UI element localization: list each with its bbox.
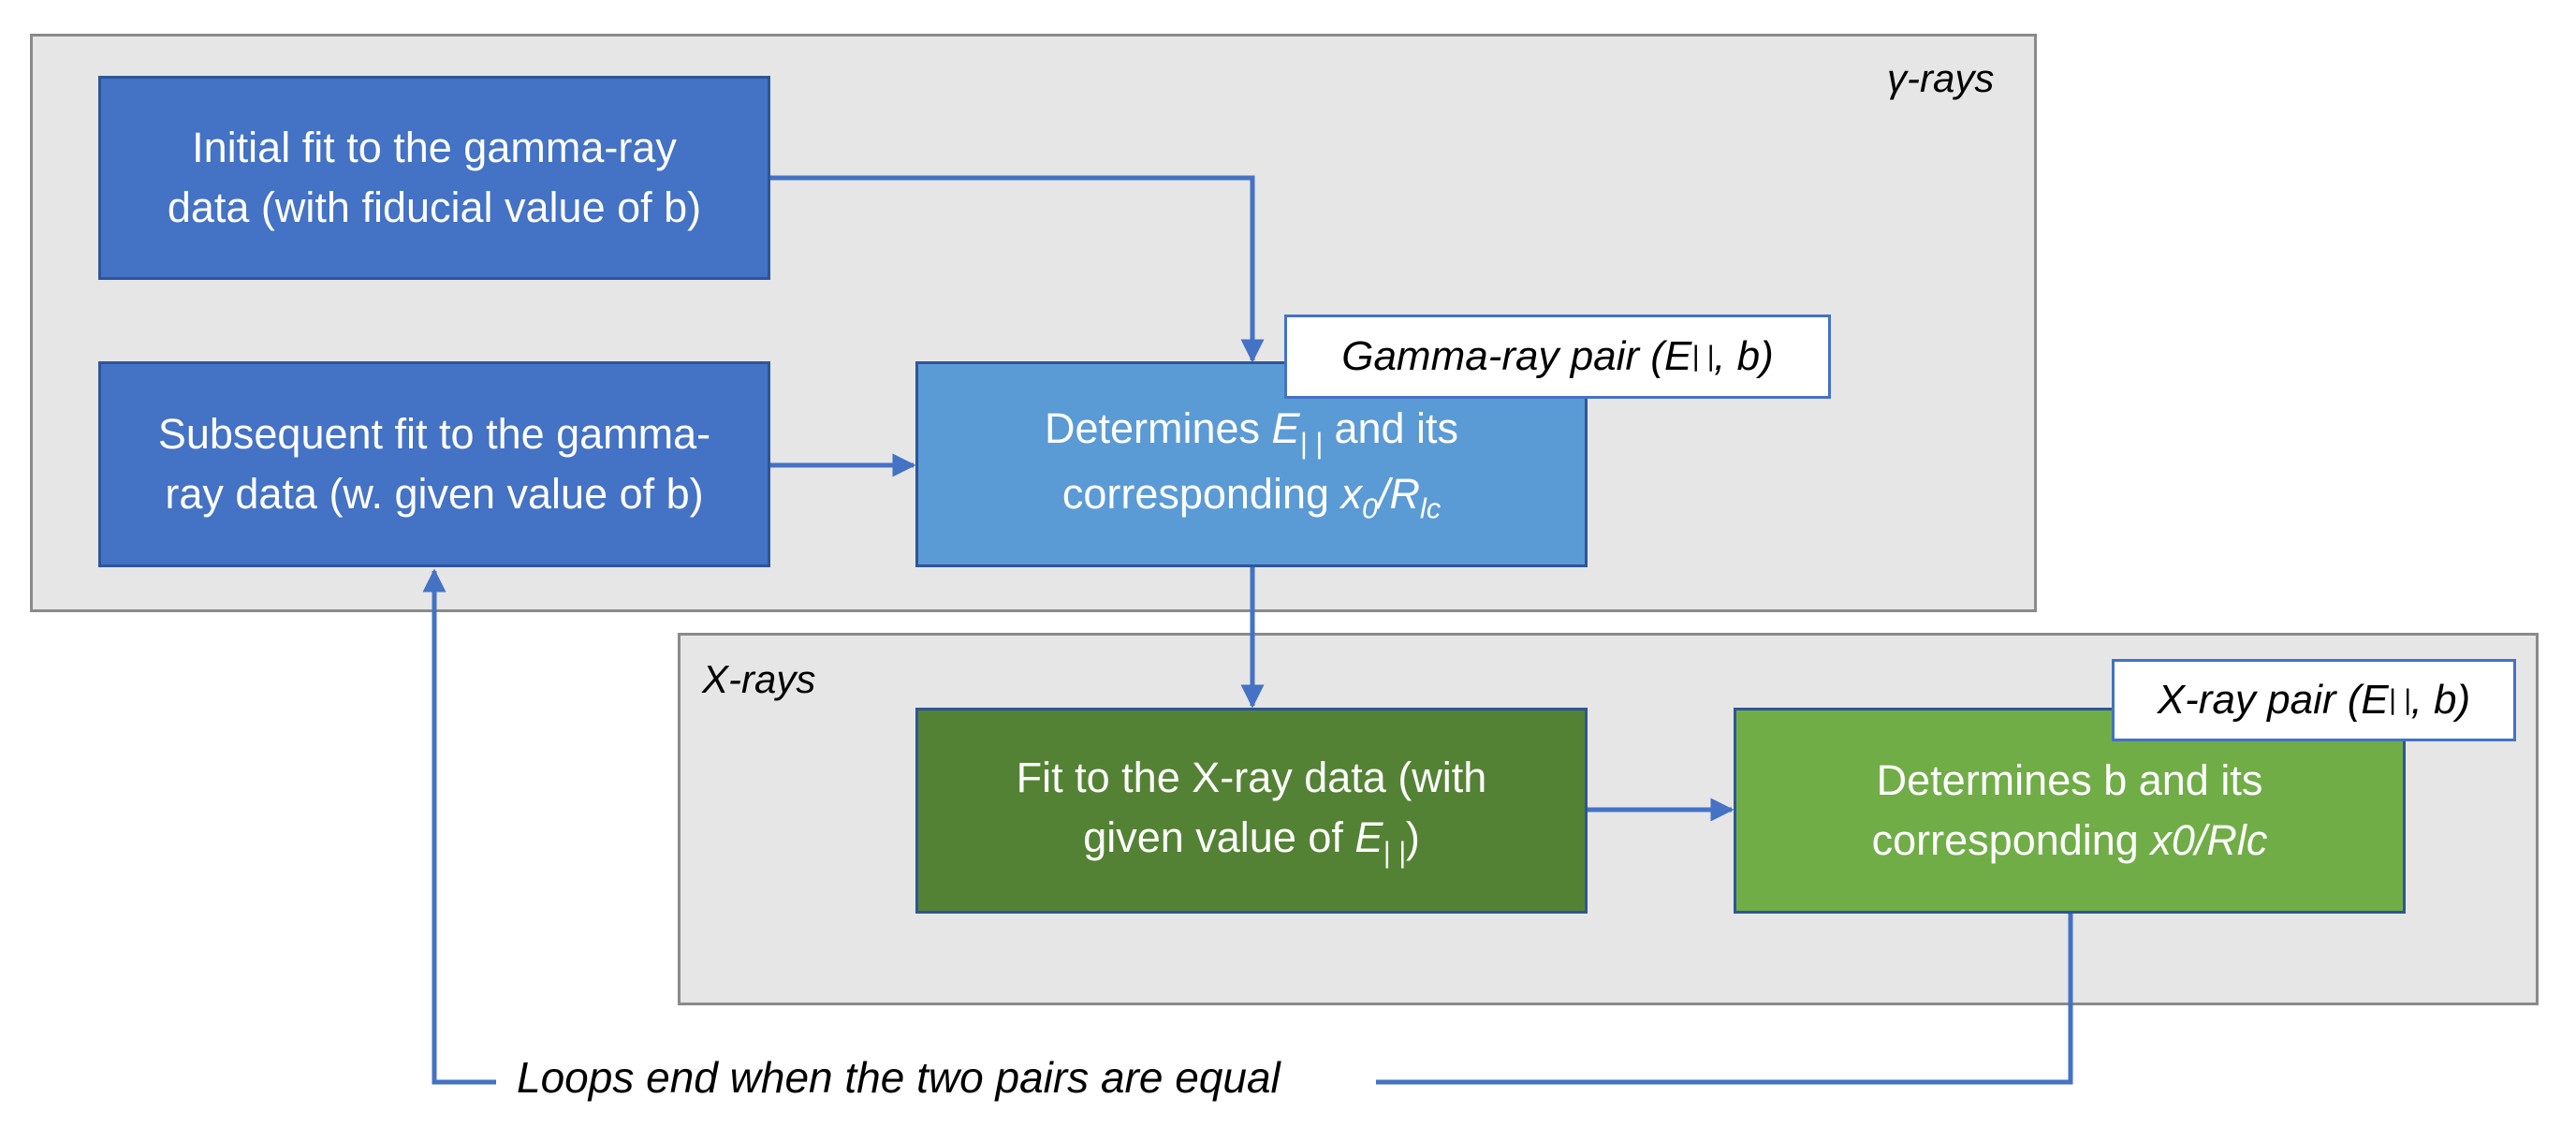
xray-fit-box: Fit to the X-ray data (with given value … (915, 708, 1588, 914)
gamma-pair-prefix: Gamma-ray pair (E (1341, 333, 1692, 379)
determines-e-suffix: and its (1322, 403, 1459, 452)
xray-pair-subscript: | | (2388, 684, 2411, 715)
determines-b-line2: corresponding x0/Rlc (1872, 811, 2268, 871)
determines-e-line1: Determines E| | and its (1045, 399, 1458, 464)
subsequent-fit-line2: ray data (w. given value of b) (165, 470, 704, 518)
slash: / (1378, 470, 1390, 518)
x-ray-pair-label: X-ray pair (E| |, b) (2112, 659, 2516, 741)
xray-fit-line1: Fit to the X-ray data (with (1016, 753, 1487, 801)
xray-e-symbol: E (1354, 813, 1383, 861)
gamma-pair-suffix: , b) (1714, 333, 1774, 379)
initial-fit-line2: data (with fiducial value of b) (167, 183, 702, 231)
r-subscript: lc (1420, 492, 1442, 525)
xray-fit-suffix: ) (1405, 813, 1420, 861)
loop-line-left (422, 568, 496, 1085)
subsequent-fit-box: Subsequent fit to the gamma- ray data (w… (98, 361, 770, 567)
gamma-ray-pair-label: Gamma-ray pair (E| |, b) (1284, 315, 1831, 399)
loop-end-note: Loops end when the two pairs are equal (517, 1053, 1281, 1102)
xray-fit-prefix: given value of (1083, 813, 1355, 861)
e-parallel-subscript: | | (1299, 427, 1323, 460)
initial-fit-box: Initial fit to the gamma-ray data (with … (98, 76, 770, 280)
determines-e-prefix: Determines (1044, 403, 1272, 452)
gamma-rays-panel-label: γ-rays (1887, 56, 1995, 100)
determines-b-box: Determines b and its corresponding x0/Rl… (1734, 708, 2406, 914)
determines-b-prefix: corresponding (1871, 816, 2151, 864)
determines-b-line1: Determines b and its (1876, 756, 2263, 805)
x-subscript: 0 (1362, 492, 1379, 525)
arrow-initial-to-determines (770, 175, 1265, 363)
loop-line-right (1376, 912, 2073, 1085)
x0-rlc-symbol: x0/Rlc (2150, 816, 2268, 864)
gamma-pair-subscript: | | (1691, 341, 1715, 372)
xray-pair-suffix: , b) (2410, 677, 2471, 723)
x-symbol: x (1340, 470, 1363, 518)
initial-fit-line1: Initial fit to the gamma-ray (192, 124, 677, 172)
e-parallel-symbol: E (1271, 403, 1300, 452)
x-rays-panel-label: X-rays (702, 657, 816, 701)
r-symbol: R (1389, 470, 1421, 518)
subsequent-fit-line1: Subsequent fit to the gamma- (157, 410, 711, 459)
xray-pair-prefix: X-ray pair (E (2157, 677, 2389, 723)
xray-fit-line2: given value of E| |) (1083, 808, 1420, 873)
xray-e-subscript: | | (1383, 836, 1406, 869)
corresponding-prefix: corresponding (1061, 470, 1341, 518)
determines-e-line2: corresponding x0/Rlc (1062, 464, 1441, 530)
